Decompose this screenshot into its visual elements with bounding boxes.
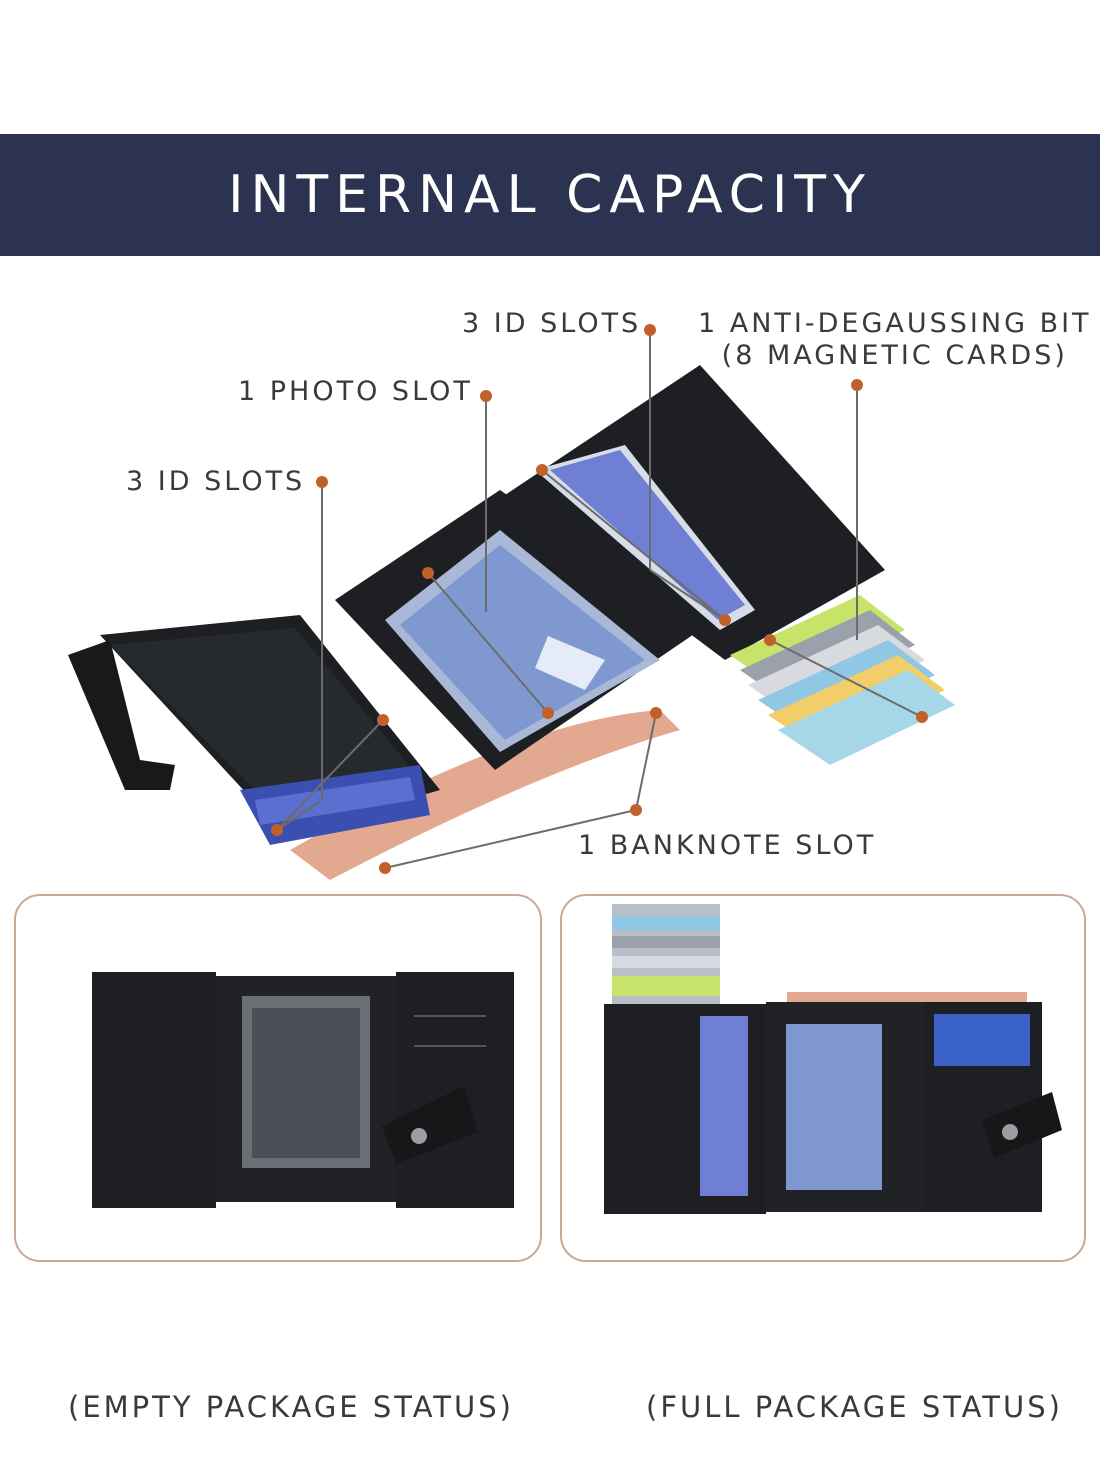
wallet-right-panel [505,365,885,660]
caption-full-status: (FULL PACKAGE STATUS) [646,1390,1063,1424]
empty-wallet-image [92,972,514,1208]
clasp-strap [382,1086,478,1164]
banknote-image [290,710,680,880]
snap-button-icon [411,1128,427,1144]
caption-empty-status: (EMPTY PACKAGE STATUS) [68,1390,514,1424]
full-status-panel [560,894,1086,1262]
callout-id-slots-right: 3 ID SLOTS [462,308,642,339]
callout-anti-degaussing-line1: 1 ANTI-DEGAUSSING BIT [698,308,1092,339]
title-banner: INTERNAL CAPACITY [0,134,1100,256]
wallet-clasp-strap [68,640,175,790]
callout-dots [271,324,928,874]
callout-anti-degaussing: 1 ANTI-DEGAUSSING BIT (8 MAGNETIC CARDS) [698,308,1092,372]
snap-button-icon [1002,1124,1018,1140]
magnetic-card-stack [730,595,955,765]
callout-id-slots-left: 3 ID SLOTS [126,466,306,497]
full-wallet-image [604,904,1062,1214]
callout-anti-degaussing-line2: (8 MAGNETIC CARDS) [721,340,1068,371]
page-title: INTERNAL CAPACITY [228,165,872,225]
callout-banknote-slot: 1 BANKNOTE SLOT [578,830,877,861]
empty-status-panel [14,894,542,1262]
callout-photo-slot: 1 PHOTO SLOT [238,376,473,407]
clasp-strap [982,1092,1062,1158]
